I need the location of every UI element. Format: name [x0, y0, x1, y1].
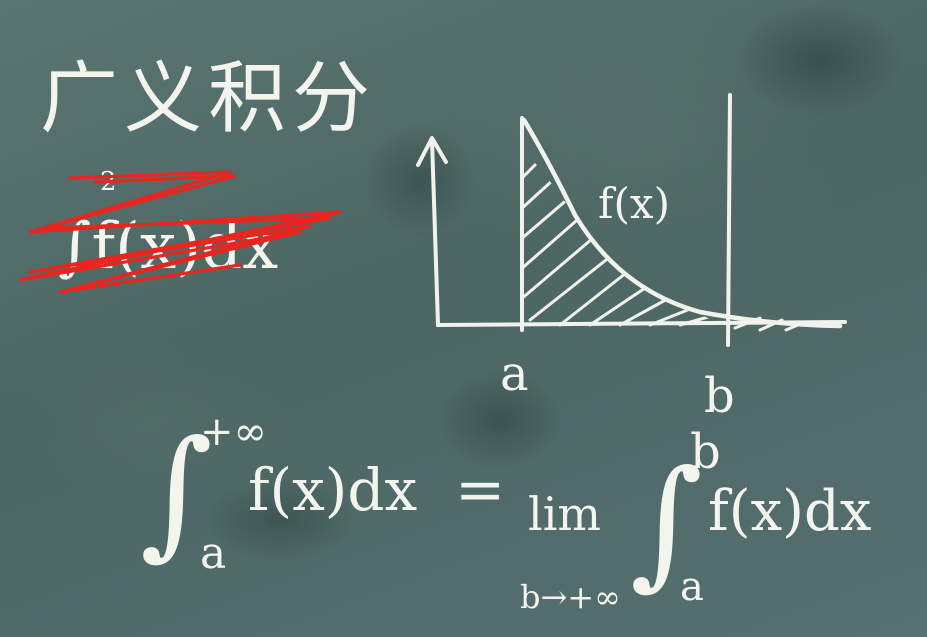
title: 广义积分: [40, 54, 376, 144]
area-graph: f(x) a b: [416, 93, 847, 424]
lhs-upper-limit: +∞: [200, 409, 267, 455]
y-axis: [430, 138, 440, 327]
rhs-lower-limit: a: [680, 564, 704, 610]
lhs-lower-limit: a: [200, 528, 226, 579]
rhs-integrand: f(x)dx: [708, 479, 871, 544]
line-b: [726, 93, 732, 347]
improper-integral-formula: ∫ +∞ a f(x)dx = lim b→+∞ ∫ b a f(x)dx: [140, 409, 871, 616]
lim-word: lim: [528, 487, 601, 541]
lhs-integral-sign: ∫: [140, 411, 213, 574]
curve: [521, 117, 843, 329]
tail-hatching: [733, 316, 807, 332]
rhs-integral-sign: ∫: [630, 441, 703, 604]
curve-label: f(x): [598, 179, 670, 228]
lim-subscript: b→+∞: [520, 578, 621, 616]
equals-sign: =: [455, 455, 505, 525]
y-axis-arrow: [416, 136, 448, 167]
rhs-upper-limit: b: [690, 424, 721, 480]
label-a: a: [500, 346, 529, 402]
red-scribble: [18, 170, 342, 294]
label-b: b: [704, 368, 735, 424]
lhs-integrand: f(x)dx: [248, 456, 417, 524]
